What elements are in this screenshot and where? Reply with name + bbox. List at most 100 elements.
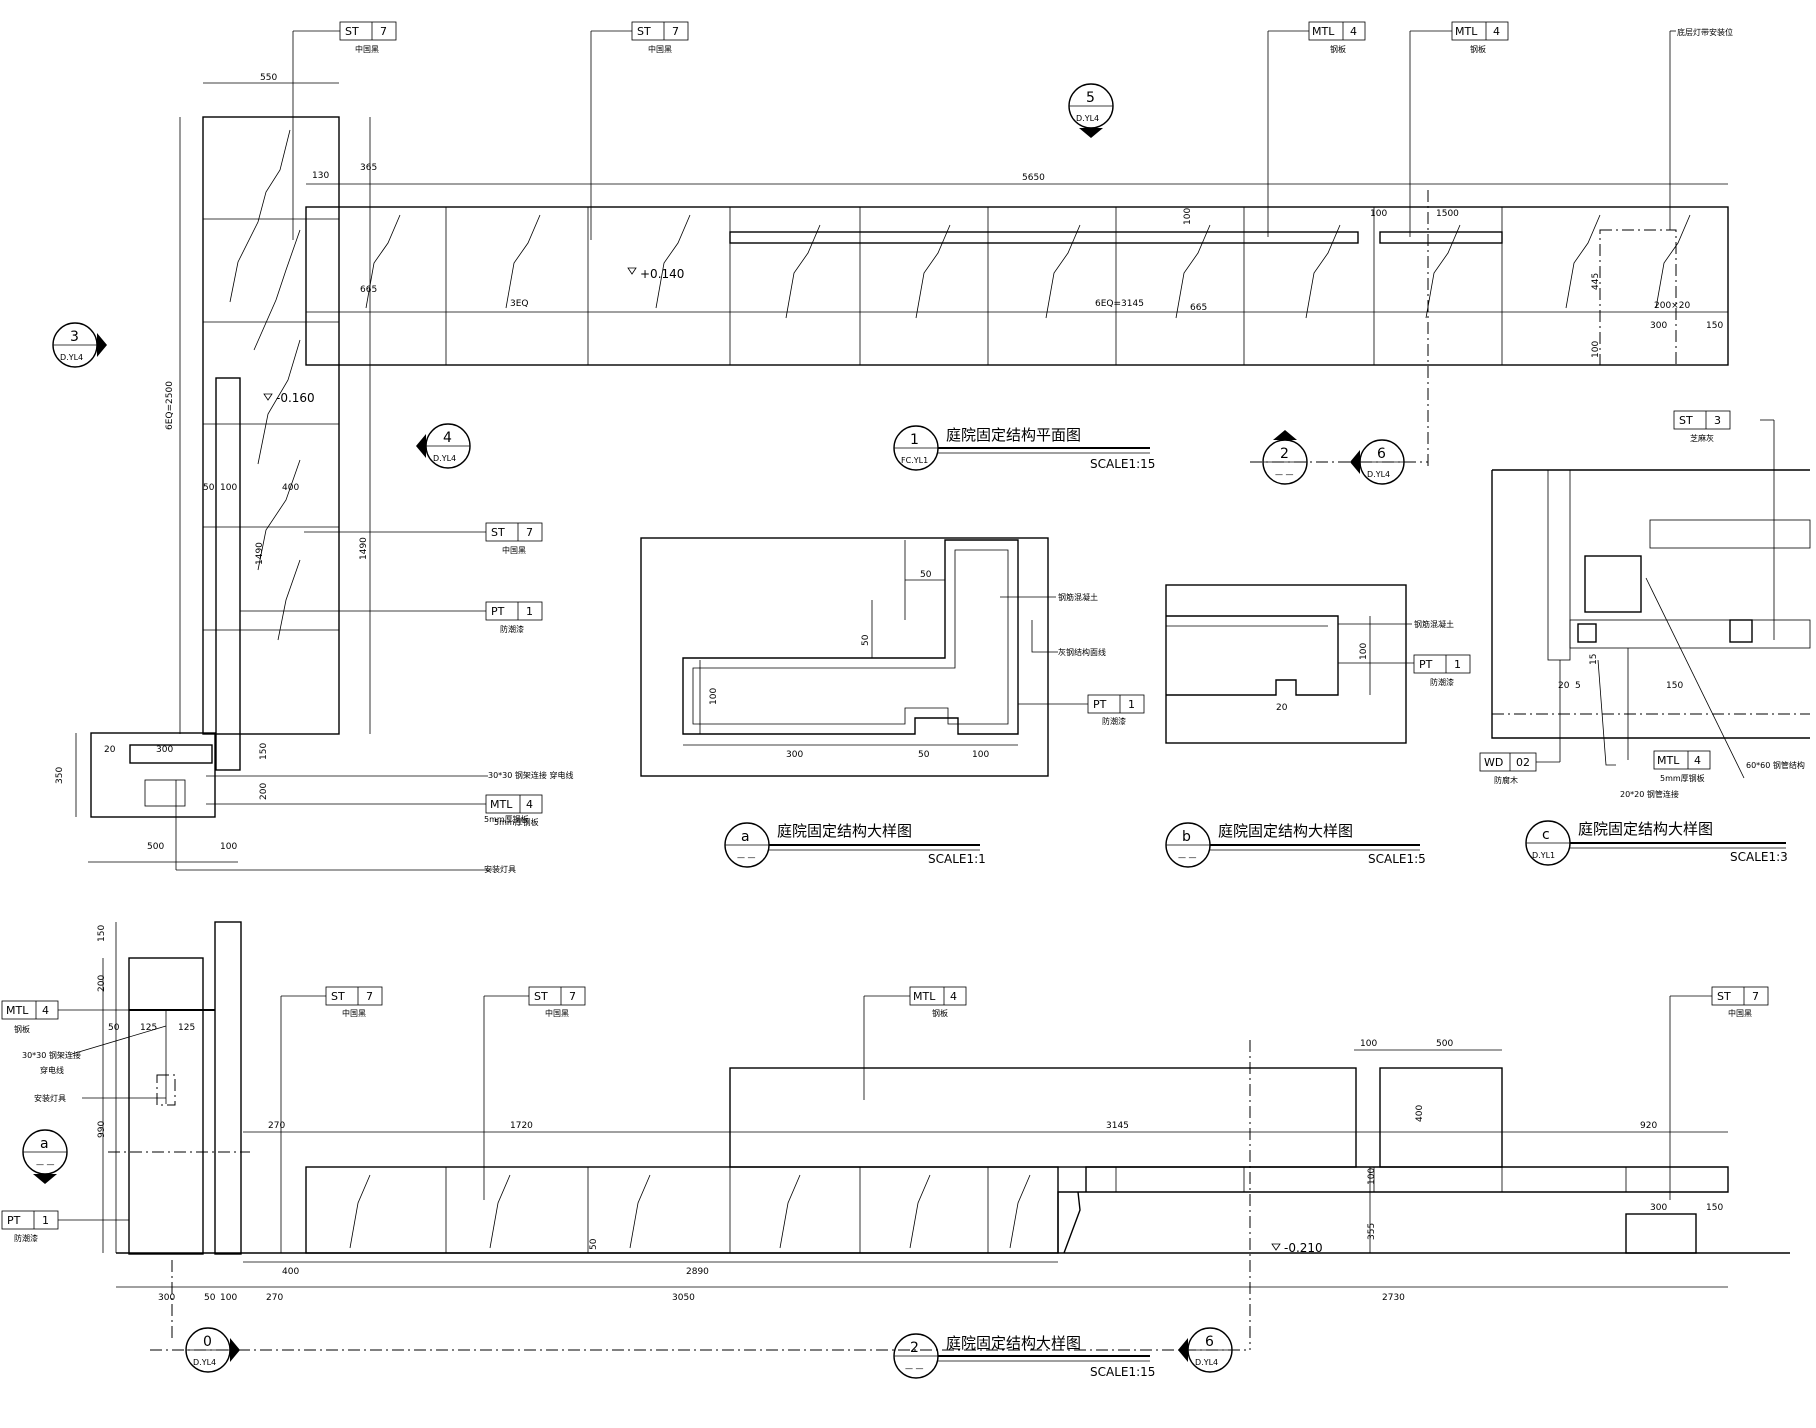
svg-text:150: 150 (97, 925, 107, 942)
svg-text:2890: 2890 (686, 1267, 709, 1277)
svg-text:100: 100 (1360, 1039, 1377, 1049)
plan-section-2: 2— — (1262, 430, 1308, 485)
svg-text:MTL: MTL (1657, 754, 1680, 767)
svg-text:400: 400 (1415, 1105, 1425, 1122)
svg-text:2: 2 (1280, 446, 1289, 462)
svg-text:D.YL4: D.YL4 (193, 1358, 216, 1367)
plan-dim-300: 300 (156, 745, 173, 755)
svg-text:50: 50 (918, 750, 930, 760)
svg-text:1: 1 (1454, 658, 1461, 671)
svg-text:125: 125 (178, 1023, 195, 1033)
svg-text:3050: 3050 (672, 1293, 695, 1303)
svg-text:5: 5 (1575, 681, 1581, 691)
svg-text:7: 7 (672, 25, 679, 38)
svg-text:300: 300 (158, 1293, 175, 1303)
svg-text:270: 270 (268, 1121, 285, 1131)
plan-section-4: 4D.YL4 (416, 423, 471, 469)
detail-c-title-block: cD.YL1 庭院固定结构大样图 SCALE1:3 (1525, 820, 1788, 866)
elev-section-a: a— — (22, 1129, 68, 1184)
svg-text:4: 4 (443, 430, 452, 446)
plan-level-plus: +0.140 (640, 267, 684, 281)
svg-text:— —: — — (36, 1160, 55, 1169)
detail-b-scale: SCALE1:5 (1368, 852, 1426, 866)
detail-c-title: 庭院固定结构大样图 (1578, 820, 1713, 838)
plan-section-3: 3D.YL4 (52, 322, 107, 368)
plan-dim-665b: 665 (1190, 303, 1207, 313)
plan-dim-1490: 1490 (359, 537, 369, 560)
detail-b-title-block: b— — 庭院固定结构大样图 SCALE1:5 (1165, 822, 1426, 868)
plan-dim-100c: 100 (1183, 208, 1193, 225)
svg-text:— —: — — (1178, 853, 1197, 862)
svg-text:7: 7 (380, 25, 387, 38)
svg-text:ST: ST (1679, 414, 1693, 427)
svg-text:b: b (1182, 829, 1191, 845)
svg-text:3: 3 (70, 329, 79, 345)
svg-text:PT: PT (1419, 658, 1433, 671)
plan-dim-5650: 5650 (1022, 173, 1045, 183)
svg-text:中国黑: 中国黑 (648, 44, 672, 54)
plan-dim-200: 200 (259, 783, 269, 800)
plan-dim-130: 130 (312, 171, 329, 181)
plan-dim-20: 20 (104, 745, 116, 755)
svg-text:2: 2 (910, 1340, 919, 1356)
svg-text:500: 500 (1436, 1039, 1453, 1049)
svg-text:MTL: MTL (1312, 25, 1335, 38)
svg-text:50: 50 (920, 570, 932, 580)
svg-text:7: 7 (526, 526, 533, 539)
plan-dim-150b: 150 (1706, 321, 1723, 331)
svg-text:100: 100 (1359, 643, 1369, 660)
plan-dim-100e: 100 (1591, 341, 1601, 358)
svg-text:100: 100 (972, 750, 989, 760)
plan-title-block: 1FC.YL1 庭院固定结构平面图 SCALE1:15 (893, 425, 1155, 471)
svg-text:安装灯具: 安装灯具 (34, 1093, 66, 1103)
svg-text:920: 920 (1640, 1121, 1657, 1131)
svg-text:20: 20 (1558, 681, 1570, 691)
svg-text:防潮漆: 防潮漆 (1430, 677, 1454, 687)
plan-dim-550: 550 (260, 73, 277, 83)
svg-text:MTL: MTL (6, 1004, 29, 1017)
svg-text:4: 4 (1350, 25, 1357, 38)
plan-note-bolt: 5mm厚钢板 (484, 814, 529, 824)
svg-text:中国黑: 中国黑 (545, 1008, 569, 1018)
svg-text:7: 7 (366, 990, 373, 1003)
plan-view: 550 365 130 5650 665 3EQ 6EQ=3145 665 6E… (52, 21, 1733, 874)
svg-text:中国黑: 中国黑 (502, 545, 526, 555)
plan-dim-300b: 300 (1650, 321, 1667, 331)
plan-dim-50: 50 (203, 483, 215, 493)
svg-text:5mm厚钢板: 5mm厚钢板 (494, 817, 539, 827)
svg-text:灰钢结构面线: 灰钢结构面线 (1058, 647, 1106, 657)
svg-text:0: 0 (203, 1334, 212, 1350)
svg-text:50: 50 (589, 1238, 599, 1250)
plan-scale: SCALE1:15 (1090, 457, 1155, 471)
svg-text:100: 100 (709, 688, 719, 705)
svg-text:ST: ST (1717, 990, 1731, 1003)
detail-c-scale: SCALE1:3 (1730, 850, 1788, 864)
plan-section-6: 6D.YL4 (1350, 439, 1405, 485)
svg-text:6: 6 (1205, 1334, 1214, 1350)
svg-text:125: 125 (140, 1023, 157, 1033)
svg-text:3: 3 (1714, 414, 1721, 427)
svg-text:5: 5 (1086, 90, 1095, 106)
svg-text:PT: PT (491, 605, 505, 618)
plan-dim-6eq-2500: 6EQ=2500 (165, 381, 175, 430)
svg-text:4: 4 (42, 1004, 49, 1017)
elevation-view: 150 200 50 125 125 990 270 1720 3145 920… (1, 921, 1790, 1379)
plan-note-top: 底层灯带安装位 (1677, 27, 1733, 37)
svg-text:270: 270 (266, 1293, 283, 1303)
svg-text:100: 100 (1367, 1168, 1377, 1185)
svg-text:2730: 2730 (1382, 1293, 1405, 1303)
svg-text:7: 7 (1752, 990, 1759, 1003)
svg-text:4: 4 (1493, 25, 1500, 38)
elev-level: -0.210 (1284, 1241, 1323, 1255)
